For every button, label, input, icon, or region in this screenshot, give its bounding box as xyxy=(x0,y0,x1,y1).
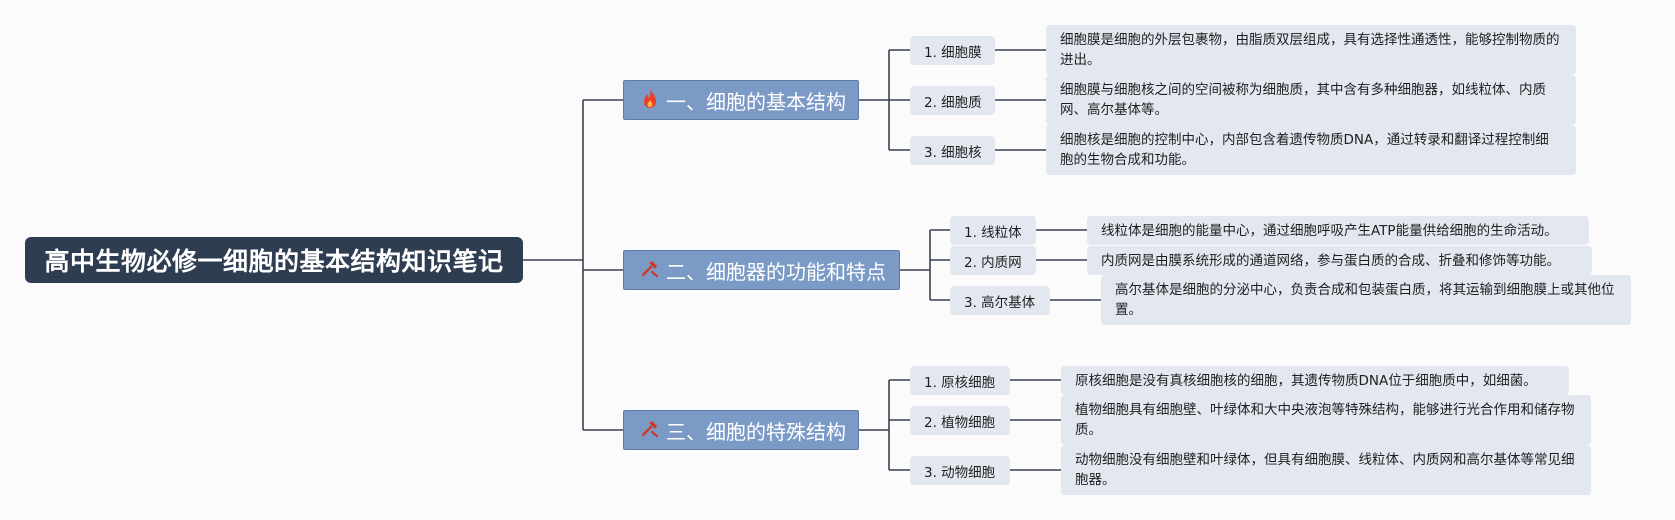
node-nucleus[interactable]: 3. 细胞核 xyxy=(910,136,995,165)
note-animal-cell[interactable]: 动物细胞没有细胞壁和叶绿体，但具有细胞膜、线粒体、内质网和高尔基体等常见细胞器。 xyxy=(1061,445,1591,495)
note-cytoplasm[interactable]: 细胞膜与细胞核之间的空间被称为细胞质，其中含有多种细胞器，如线粒体、内质网、高尔… xyxy=(1046,75,1576,125)
node-cytoplasm[interactable]: 2. 细胞质 xyxy=(910,86,995,115)
branch-label: 三、细胞的特殊结构 xyxy=(666,419,846,444)
tools-icon xyxy=(640,418,660,443)
node-animal-cell[interactable]: 3. 动物细胞 xyxy=(910,456,1010,485)
node-mitochondria[interactable]: 1. 线粒体 xyxy=(950,216,1036,245)
branch-cell-basic-structure[interactable]: 一、细胞的基本结构 xyxy=(623,80,859,120)
note-endoplasmic-reticulum[interactable]: 内质网是由膜系统形成的通道网络，参与蛋白质的合成、折叠和修饰等功能。 xyxy=(1087,246,1592,275)
tools-icon xyxy=(640,258,660,283)
branch-label: 二、细胞器的功能和特点 xyxy=(666,259,886,284)
branch-special-structures[interactable]: 三、细胞的特殊结构 xyxy=(623,410,859,450)
note-golgi-apparatus[interactable]: 高尔基体是细胞的分泌中心，负责合成和包装蛋白质，将其运输到细胞膜上或其他位置。 xyxy=(1101,275,1631,325)
node-endoplasmic-reticulum[interactable]: 2. 内质网 xyxy=(950,246,1036,275)
note-prokaryotic-cell[interactable]: 原核细胞是没有真核细胞核的细胞，其遗传物质DNA位于细胞质中，如细菌。 xyxy=(1061,366,1569,395)
node-cell-membrane[interactable]: 1. 细胞膜 xyxy=(910,36,995,65)
node-golgi-apparatus[interactable]: 3. 高尔基体 xyxy=(950,286,1050,315)
node-prokaryotic-cell[interactable]: 1. 原核细胞 xyxy=(910,366,1010,395)
branch-label: 一、细胞的基本结构 xyxy=(666,89,846,114)
note-cell-membrane[interactable]: 细胞膜是细胞的外层包裹物，由脂质双层组成，具有选择性通透性，能够控制物质的进出。 xyxy=(1046,25,1576,75)
flame-icon xyxy=(640,87,660,114)
root-topic[interactable]: 高中生物必修一细胞的基本结构知识笔记 xyxy=(25,237,523,283)
node-plant-cell[interactable]: 2. 植物细胞 xyxy=(910,406,1010,435)
note-nucleus[interactable]: 细胞核是细胞的控制中心，内部包含着遗传物质DNA，通过转录和翻译过程控制细胞的生… xyxy=(1046,125,1576,175)
note-plant-cell[interactable]: 植物细胞具有细胞壁、叶绿体和大中央液泡等特殊结构，能够进行光合作用和储存物质。 xyxy=(1061,395,1591,445)
note-mitochondria[interactable]: 线粒体是细胞的能量中心，通过细胞呼吸产生ATP能量供给细胞的生命活动。 xyxy=(1087,216,1589,245)
root-title: 高中生物必修一细胞的基本结构知识笔记 xyxy=(44,247,504,276)
branch-organelles[interactable]: 二、细胞器的功能和特点 xyxy=(623,250,900,290)
